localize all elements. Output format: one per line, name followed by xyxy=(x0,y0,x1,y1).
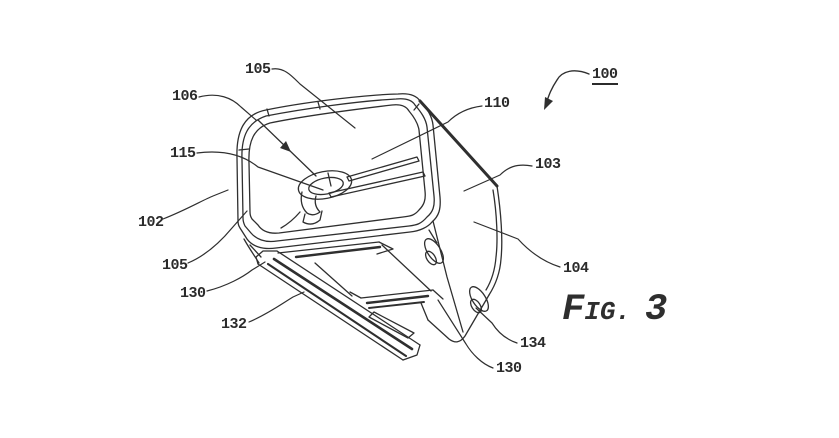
ref-label-110: 110 xyxy=(484,95,510,112)
ref-label-105-top: 105 xyxy=(245,61,271,78)
face-slot-bars xyxy=(328,156,426,198)
figure-caption-prefix-large: F xyxy=(562,289,585,331)
figure-caption-number: 3 xyxy=(645,289,668,331)
mount-hole-upper xyxy=(423,238,445,266)
figure-caption: FIG. 3 xyxy=(562,289,667,331)
side-panel xyxy=(418,99,503,343)
center-boss xyxy=(280,170,353,229)
ref-label-130-left: 130 xyxy=(180,285,206,302)
ref-label-102: 102 xyxy=(138,214,164,231)
mount-hole-lower xyxy=(468,286,490,314)
ref-label-115: 115 xyxy=(170,145,196,162)
ref-label-104: 104 xyxy=(563,260,589,277)
ref-label-130-right: 130 xyxy=(496,360,522,377)
housing-top-face xyxy=(236,93,441,250)
bottom-rail-assembly xyxy=(243,238,444,361)
assembly-arrow-icon xyxy=(544,70,590,110)
ref-label-134: 134 xyxy=(520,335,546,352)
ref-label-132: 132 xyxy=(221,316,247,333)
ref-label-103: 103 xyxy=(535,156,561,173)
surface-arrow-icon xyxy=(280,141,291,152)
ref-label-105-left: 105 xyxy=(162,257,188,274)
ref-label-100: 100 xyxy=(592,66,618,85)
leader-lines xyxy=(162,68,561,369)
ref-label-106: 106 xyxy=(172,88,198,105)
figure-caption-prefix-small: IG. xyxy=(584,297,632,327)
